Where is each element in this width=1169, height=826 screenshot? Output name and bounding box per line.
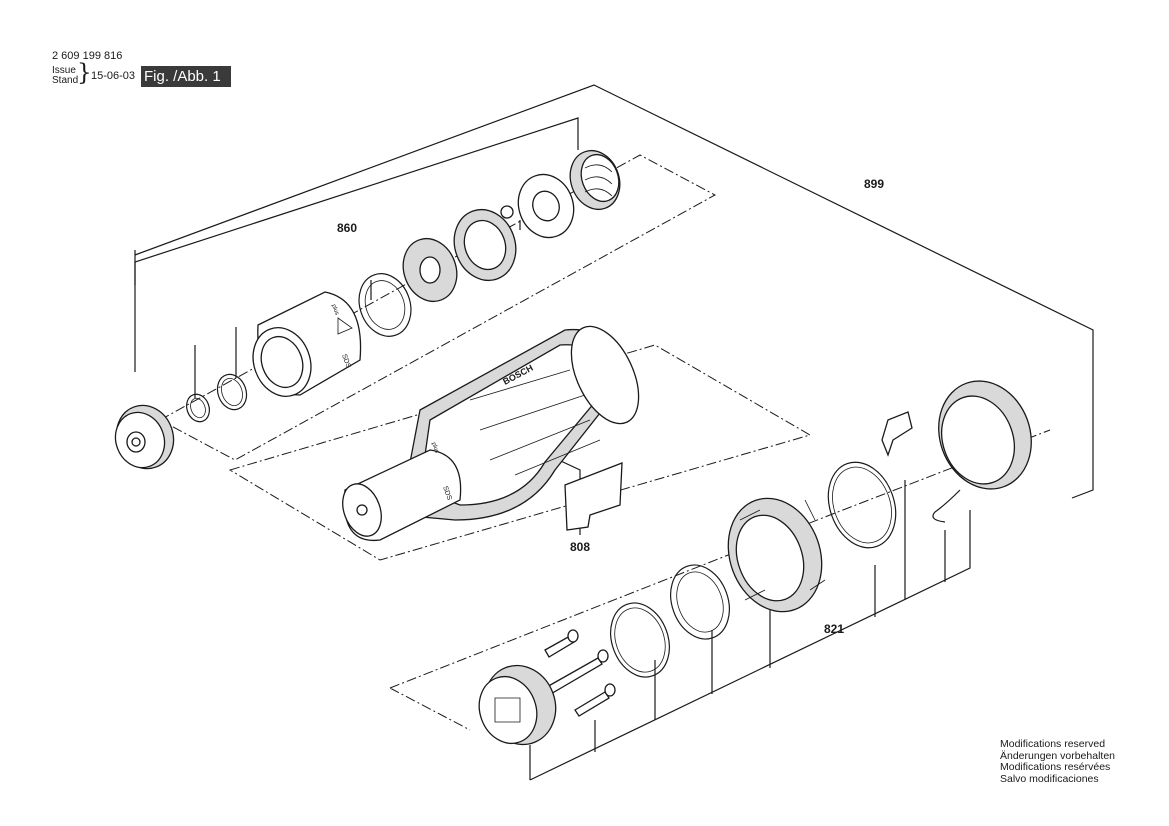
- large-o-ring-part: [827, 461, 897, 549]
- spring-clip-part: [881, 411, 913, 457]
- modifications-en: Modifications reserved: [1000, 738, 1106, 750]
- issue-stand-label: Issue Stand: [52, 66, 78, 86]
- stand-label: Stand: [52, 75, 79, 86]
- bracket-821: [529, 480, 971, 781]
- o-ring-part: [216, 373, 248, 411]
- modifications-notice: Modifications reserved Änderungen vorbeh…: [1000, 738, 1116, 785]
- disc-part: [517, 173, 575, 239]
- part-number-899: 899: [864, 177, 884, 191]
- gear-ring-part: [727, 497, 826, 613]
- plus-mark-sleeve: plus: [330, 304, 339, 316]
- lock-ring-part: [670, 564, 730, 640]
- spring-cap-part: [569, 149, 621, 211]
- wire-clip-part: [932, 489, 961, 523]
- part-number-808: 808: [570, 540, 590, 554]
- modifications-de: Änderungen vorbehalten: [1000, 749, 1116, 762]
- issue-date: 15-06-03: [91, 70, 136, 82]
- sds-mark-sleeve: SDS: [340, 353, 352, 369]
- modifications-es: Salvo modificaciones: [1000, 772, 1099, 785]
- snap-ring-part: [610, 602, 670, 678]
- screw-parts: [544, 629, 616, 717]
- label-plate-part: [564, 462, 623, 531]
- issue-label: Issue: [52, 65, 76, 76]
- retaining-clip-part: [186, 393, 210, 423]
- document-number: 2 609 199 816: [52, 50, 123, 62]
- modifications-fr: Modifications resérvées: [1000, 761, 1111, 773]
- ball-part: [500, 205, 514, 219]
- sds-mark-body: SDS: [441, 485, 453, 501]
- plus-mark-body: plus: [430, 442, 439, 454]
- part-number-860: 860: [337, 221, 357, 235]
- chuck-sleeve-part: SDS plus: [252, 291, 362, 397]
- rear-ring-part: [938, 380, 1032, 490]
- hammer-housing-part: BOSCH SDS plus: [342, 325, 640, 542]
- end-cap-part: [114, 404, 175, 470]
- washer-part: [358, 273, 412, 337]
- front-cap-part: [478, 664, 557, 746]
- spacer-ring-part: [453, 208, 517, 282]
- brace-mark: }: [77, 60, 92, 86]
- part-number-821: 821: [824, 622, 844, 636]
- figure-label: Fig. /Abb. 1: [141, 66, 231, 87]
- keyed-washer-part: [402, 237, 458, 303]
